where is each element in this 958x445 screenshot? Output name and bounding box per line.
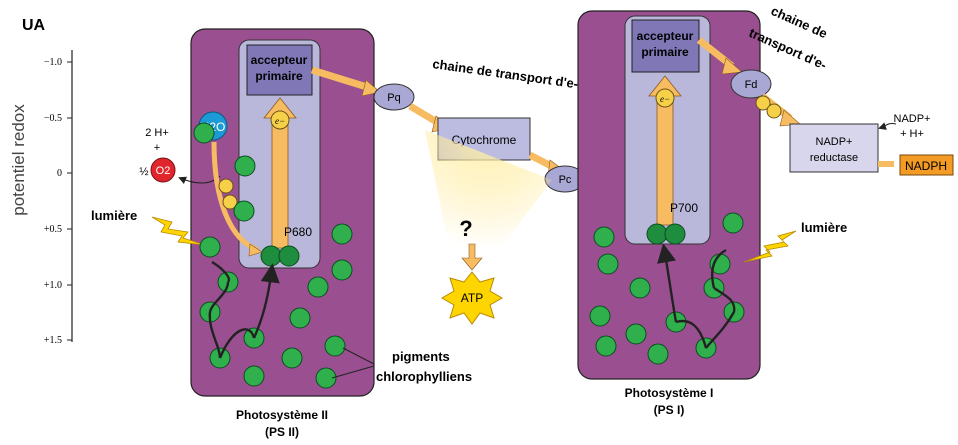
- acceptor-label: accepteur: [637, 29, 694, 43]
- fd-label: Fd: [745, 79, 758, 91]
- light-label: lumière: [91, 208, 137, 223]
- axis-title: potentiel redox: [9, 104, 28, 216]
- axis-ticks: −1.0 −0.5 0 +0.5 +1.0 +1.5: [44, 57, 72, 346]
- ps1-caption: Photosystème I: [625, 386, 714, 400]
- ps2-caption: Photosystème II: [236, 408, 328, 422]
- acceptor-label: accepteur: [251, 53, 308, 67]
- half-label: ½: [139, 166, 148, 178]
- nadph-label: NADPH: [905, 159, 947, 173]
- reaction-center-label: P700: [670, 201, 698, 215]
- atp-label: ATP: [461, 291, 483, 305]
- electron-icon: [655, 88, 675, 108]
- antenna-pigments: [193, 122, 353, 389]
- nadp-reductase: [789, 123, 879, 173]
- reductase-label: reductase: [810, 152, 858, 164]
- tick-label: −1.0: [44, 57, 62, 68]
- p680-pigment: [278, 245, 300, 267]
- acceptor-label: primaire: [255, 69, 303, 83]
- pigment-pointer: [342, 347, 375, 365]
- tick-label: −0.5: [44, 113, 62, 124]
- electron-icon: [270, 110, 290, 130]
- electron-icon: [222, 194, 238, 210]
- tick-label: 0: [57, 168, 62, 179]
- electron-label: e−: [660, 94, 670, 104]
- electron-icon: [766, 103, 782, 119]
- electron-label: e−: [275, 116, 285, 126]
- nadp-input-label: + H+: [900, 128, 924, 140]
- chain-arrow: [310, 66, 372, 92]
- pc-label: Pc: [559, 174, 572, 186]
- oxygen-molecule-icon: [150, 157, 176, 183]
- oxygen-label: O2: [156, 165, 171, 177]
- tick-label: +0.5: [44, 224, 62, 235]
- ps1-primary-acceptor: [631, 19, 700, 73]
- pigment-pointer: [331, 365, 375, 379]
- nadph-product: [899, 154, 954, 176]
- p700-pigment: [664, 223, 686, 245]
- cytochrome-label: Cytochrome: [452, 133, 517, 147]
- light-bolt-icon: [743, 230, 797, 263]
- energy-transfer-path: [208, 262, 272, 359]
- acceptor-label: primaire: [641, 45, 689, 59]
- electron-icon: [755, 95, 771, 111]
- pigments-label-group: pigments chlorophylliens: [331, 347, 472, 384]
- tick-label: +1.5: [44, 335, 62, 346]
- light-label: lumière: [801, 220, 847, 235]
- nadp-input-label: NADP+: [894, 113, 931, 125]
- photosystem-ii: accepteur primaire e− P680 H2O O2 2 H+ +…: [91, 28, 375, 439]
- photosystem-i: accepteur primaire e− P700 lumière Phot: [577, 10, 847, 417]
- proton-label: 2 H+: [145, 127, 169, 139]
- atp-burst-icon: [441, 271, 503, 325]
- redox-axis: UA −1.0 −0.5 0 +0.5 +1.0 +1.5 potentiel …: [9, 17, 73, 346]
- chain-label: chaine de transport d'e-: [432, 56, 580, 91]
- reductase-label: NADP+: [816, 136, 853, 148]
- plastoquinone-carrier: [373, 83, 415, 111]
- electron-icon: [218, 178, 234, 194]
- ps2-excitation-arrow: [263, 97, 297, 249]
- reaction-center-label: P680: [284, 225, 312, 239]
- axis-unit: UA: [22, 17, 46, 34]
- ps2-caption-abbrev: (PS II): [265, 425, 299, 439]
- ferredoxin-carrier: [730, 69, 772, 99]
- tick-label: +1.0: [44, 280, 62, 291]
- pq-label: Pq: [387, 92, 400, 104]
- water-electron-path: [211, 141, 259, 253]
- atp-energy-glow: [425, 130, 552, 262]
- ps1-excitation-arrow: [648, 75, 682, 226]
- p700-pigment: [646, 223, 668, 245]
- question-mark: ?: [459, 216, 472, 241]
- ps1-caption-abbrev: (PS I): [654, 403, 685, 417]
- energy-transfer-path: [664, 248, 736, 349]
- pigments-label: chlorophylliens: [376, 369, 472, 384]
- plus-label: +: [154, 142, 160, 154]
- p680-pigment: [260, 245, 282, 267]
- pigments-label: pigments: [392, 349, 450, 364]
